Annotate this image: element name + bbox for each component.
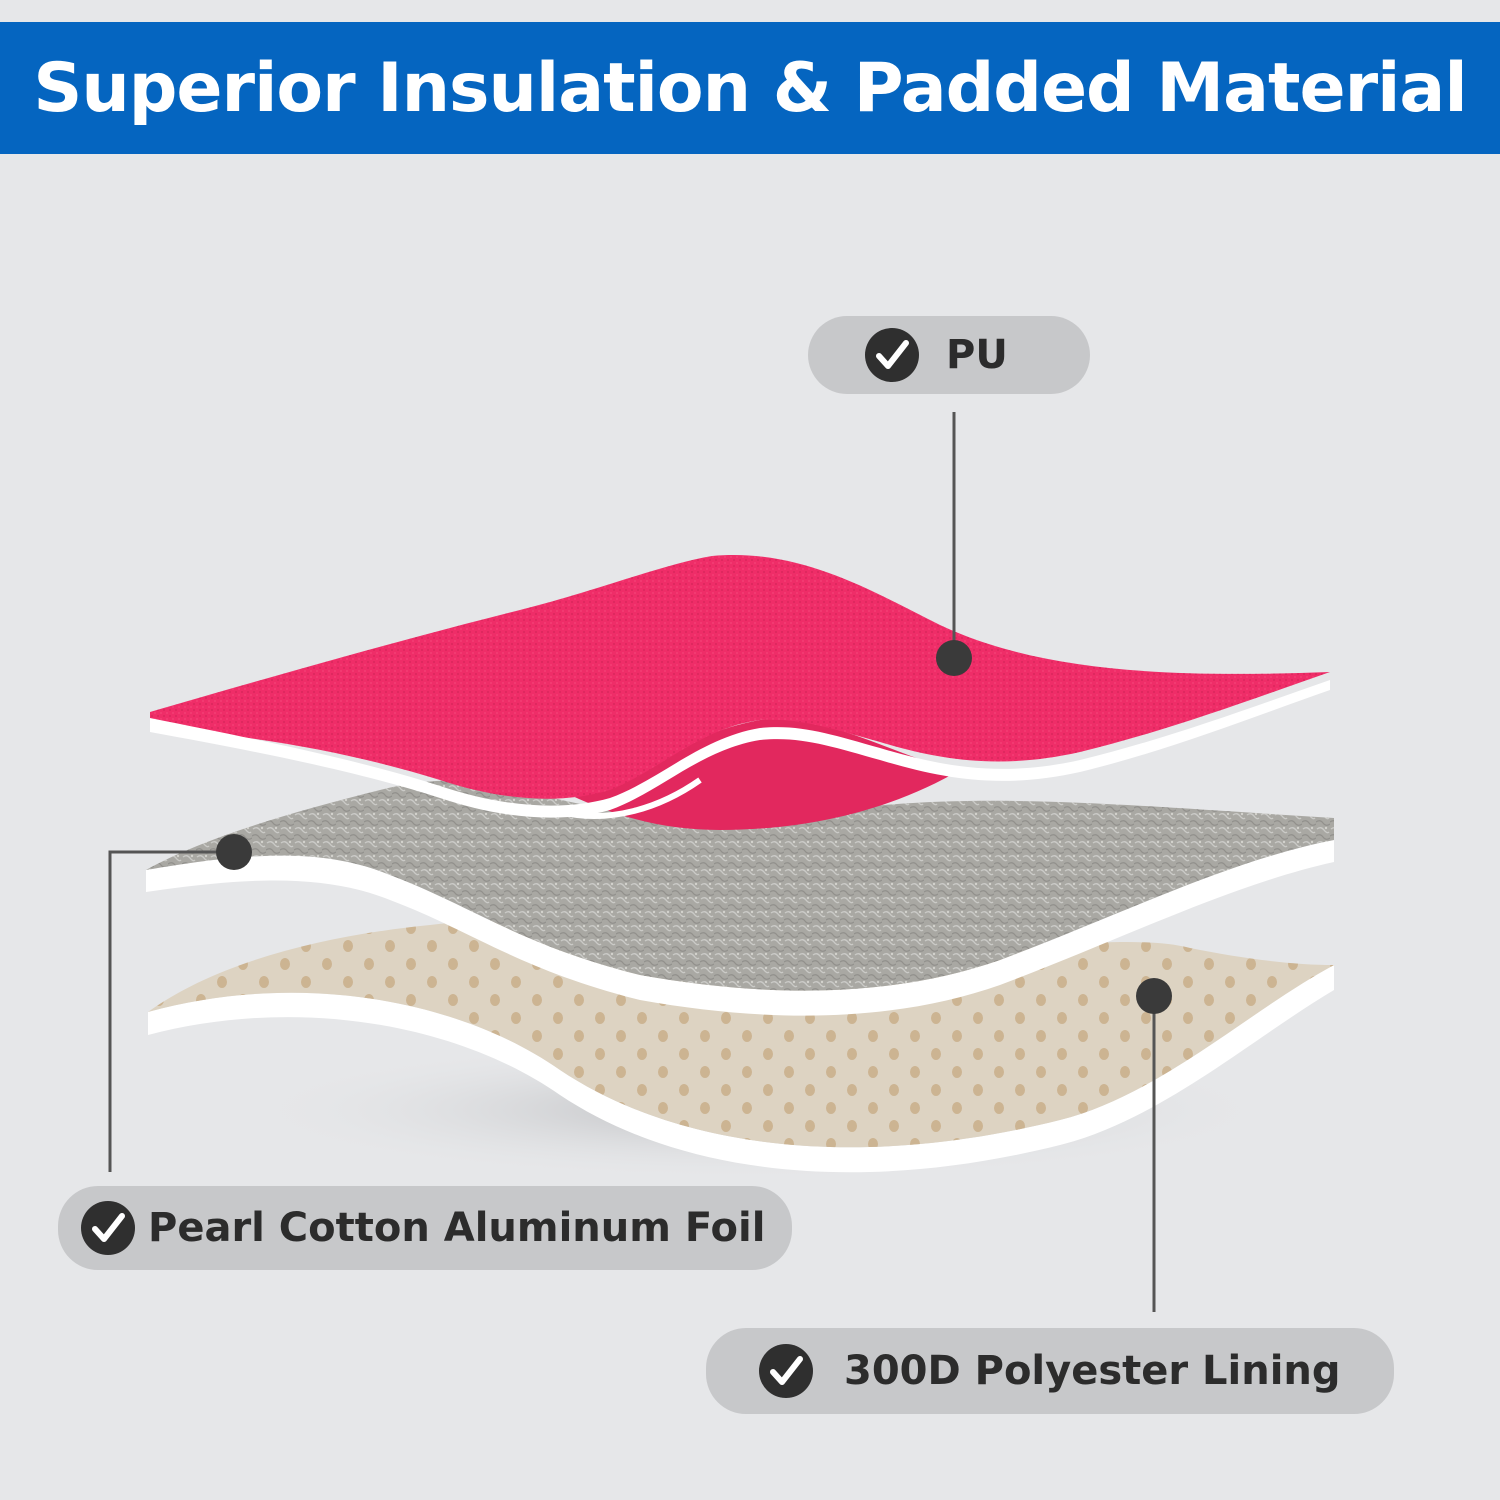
- callout-pu-label: PU: [946, 332, 1008, 378]
- callout-pu: PU: [808, 316, 1090, 394]
- lining-layer: [148, 919, 1334, 1173]
- lining-marker-dot: [1136, 978, 1172, 1014]
- check-circle-icon: [864, 327, 920, 383]
- header-banner-bar: [0, 22, 1500, 154]
- check-circle-icon: [758, 1343, 814, 1399]
- callout-lining: 300D Polyester Lining: [706, 1328, 1394, 1414]
- pu-marker-dot: [936, 640, 972, 676]
- foil-layer: [146, 780, 1334, 1016]
- check-circle-icon: [80, 1200, 136, 1256]
- page-title: Superior Insulation & Padded Material: [33, 48, 1467, 128]
- foil-leader-line: [108, 850, 234, 1172]
- callout-foil-label: Pearl Cotton Aluminum Foil: [148, 1205, 766, 1251]
- pu-layer: [150, 555, 1330, 830]
- foil-marker-dot: [216, 834, 252, 870]
- callout-foil: Pearl Cotton Aluminum Foil: [58, 1186, 792, 1270]
- header-banner: Superior Insulation & Padded Material: [0, 22, 1500, 154]
- callout-lining-label: 300D Polyester Lining: [844, 1348, 1341, 1394]
